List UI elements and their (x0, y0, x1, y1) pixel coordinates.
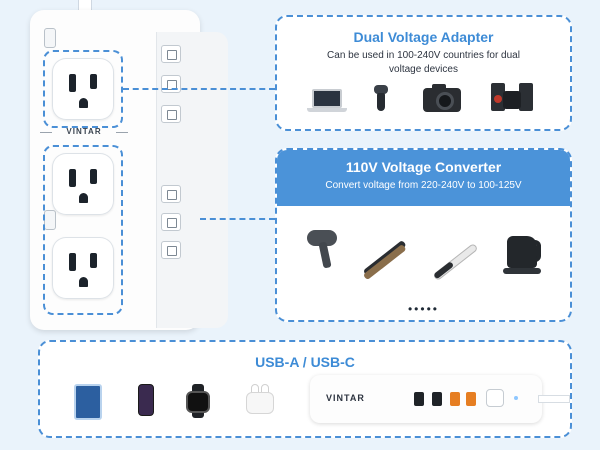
device-type-icon (161, 213, 181, 231)
usb-strip-brand: VINTAR (326, 393, 365, 403)
converter-card-header (277, 150, 570, 206)
dual-voltage-card: Dual Voltage Adapter Can be used in 100-… (275, 15, 572, 131)
curling-iron-icon (432, 242, 487, 284)
usb-c-port (414, 392, 424, 406)
usb-title: USB-A / USB-C (255, 354, 355, 370)
connector-line (123, 88, 275, 90)
outlet-slot (90, 169, 97, 184)
hair-straightener-icon (362, 239, 425, 281)
device-type-icon (161, 75, 181, 93)
surge-indicator-icon (44, 28, 56, 48)
ac-outlet (52, 153, 114, 215)
converter-card: 110V Voltage Converter Convert voltage f… (275, 148, 572, 322)
earbuds-icon (246, 384, 274, 416)
laptop-icon (307, 89, 347, 113)
strip-brand-divider: VINTAR (40, 127, 128, 137)
more-devices-dots: ••••• (407, 302, 439, 316)
power-indicator-light (514, 396, 518, 400)
ac-outlet (52, 58, 114, 120)
device-type-icon (161, 105, 181, 123)
outlet-ground (79, 98, 88, 108)
outlet-slot (69, 169, 76, 187)
converter-title: 110V Voltage Converter (345, 159, 502, 175)
outlet-slot (90, 253, 97, 268)
converter-outlet-highlight (43, 145, 123, 315)
strip-brand-logo: VINTAR (66, 127, 102, 136)
outlet-ground (79, 277, 88, 287)
usb-a-port (466, 392, 476, 406)
smartwatch-icon (184, 384, 212, 418)
hair-dryer-icon (307, 230, 341, 274)
outlet-ground (79, 193, 88, 203)
device-type-icon (161, 185, 181, 203)
converter-description: Convert voltage from 220-240V to 100-125… (325, 180, 522, 191)
camera-icon (423, 83, 461, 113)
ac-outlet (52, 237, 114, 299)
usb-a-port (450, 392, 460, 406)
power-switch (486, 389, 504, 407)
device-type-icon (161, 241, 181, 259)
speaker-icon (491, 81, 533, 113)
usb-power-strip: VINTAR (310, 375, 570, 423)
kettle-icon (503, 232, 545, 276)
shaver-icon (374, 85, 388, 113)
tablet-icon (74, 384, 102, 420)
dual-voltage-title: Dual Voltage Adapter (353, 29, 494, 45)
connector-line (200, 218, 275, 220)
dual-voltage-outlet-highlight (43, 50, 123, 128)
usb-c-port (432, 392, 442, 406)
device-type-icon (161, 45, 181, 63)
phone-icon (138, 384, 154, 418)
dual-voltage-description: Can be used in 100-240V countries for du… (327, 50, 520, 75)
outlet-slot (90, 74, 97, 89)
outlet-slot (69, 253, 76, 271)
outlet-slot (69, 74, 76, 92)
